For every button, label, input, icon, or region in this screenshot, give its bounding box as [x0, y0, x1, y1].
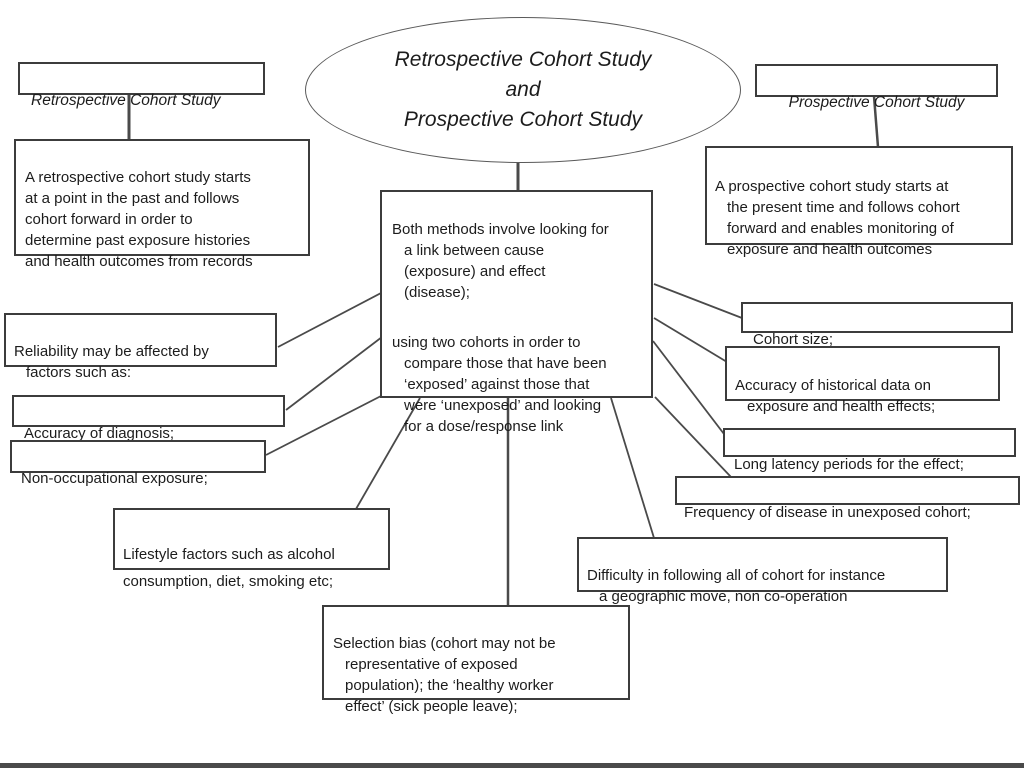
- connector-central-difficulty: [610, 397, 655, 539]
- box-difficulty-following-cohort: Difficulty in following all of cohort fo…: [577, 537, 948, 605]
- prospective-description-text: A prospective cohort study starts at the…: [715, 178, 960, 258]
- lifestyle-factors-text: Lifestyle factors such as alcohol consum…: [123, 546, 335, 590]
- box-lifestyle-factors: Lifestyle factors such as alcohol consum…: [113, 508, 390, 590]
- selection-bias-text: Selection bias (cohort may not be repres…: [333, 635, 556, 715]
- accuracy-of-diagnosis-text: Accuracy of diagnosis;: [24, 425, 175, 442]
- box-accuracy-of-diagnosis: Accuracy of diagnosis;: [12, 395, 285, 442]
- accuracy-historical-data-text: Accuracy of historical data on exposure …: [735, 377, 936, 415]
- box-selection-bias: Selection bias (cohort may not be repres…: [322, 605, 630, 715]
- reliability-factors-text: Reliability may be affected by factors s…: [14, 343, 209, 381]
- frequency-of-disease-text: Frequency of disease in unexposed cohort…: [684, 504, 971, 521]
- connector-central-cohort-size: [653, 283, 743, 319]
- both-methods-paragraph-2: using two cohorts in order to compare th…: [392, 334, 607, 435]
- box-reliability-factors: Reliability may be affected by factors s…: [4, 313, 277, 381]
- retrospective-description-text: A retrospective cohort study starts at a…: [25, 169, 253, 270]
- title-ellipse-text: Retrospective Cohort Study and Prospecti…: [394, 48, 652, 131]
- box-retrospective-title: Retrospective Cohort Study: [18, 62, 265, 109]
- connector-central-lifestyle: [355, 397, 421, 510]
- connector-central-non-occ: [265, 395, 382, 456]
- box-both-methods: Both methods involve looking for a link …: [380, 190, 653, 435]
- connector-central-long-latency: [652, 340, 725, 435]
- difficulty-following-cohort-text: Difficulty in following all of cohort fo…: [587, 567, 886, 605]
- connector-central-reliability: [277, 291, 384, 348]
- box-frequency-of-disease: Frequency of disease in unexposed cohort…: [675, 476, 1020, 521]
- connector-central-frequency: [654, 396, 732, 478]
- box-cohort-size: Cohort size;: [741, 302, 1013, 348]
- cohort-size-text: Cohort size;: [753, 331, 834, 348]
- box-prospective-title: Prospective Cohort Study: [755, 64, 998, 111]
- prospective-title-text: Prospective Cohort Study: [788, 94, 965, 111]
- box-long-latency-periods: Long latency periods for the effect;: [723, 428, 1016, 473]
- retrospective-title-text: Retrospective Cohort Study: [31, 92, 221, 109]
- connector-pros-title-desc: [872, 95, 880, 148]
- both-methods-paragraph-1: Both methods involve looking for a link …: [392, 221, 609, 301]
- box-non-occupational-exposure: Non-occupational exposure;: [10, 440, 266, 487]
- box-accuracy-historical-data: Accuracy of historical data on exposure …: [725, 346, 1000, 415]
- bottom-edge-bar: [0, 763, 1024, 768]
- connector-central-acc-diagnosis: [285, 336, 383, 411]
- non-occupational-exposure-text: Non-occupational exposure;: [21, 470, 208, 487]
- long-latency-periods-text: Long latency periods for the effect;: [734, 456, 964, 473]
- connector-central-acc-history: [653, 317, 728, 363]
- box-prospective-description: A prospective cohort study starts at the…: [705, 146, 1013, 258]
- box-retrospective-description: A retrospective cohort study starts at a…: [14, 139, 310, 270]
- title-ellipse: Retrospective Cohort Study and Prospecti…: [305, 17, 741, 163]
